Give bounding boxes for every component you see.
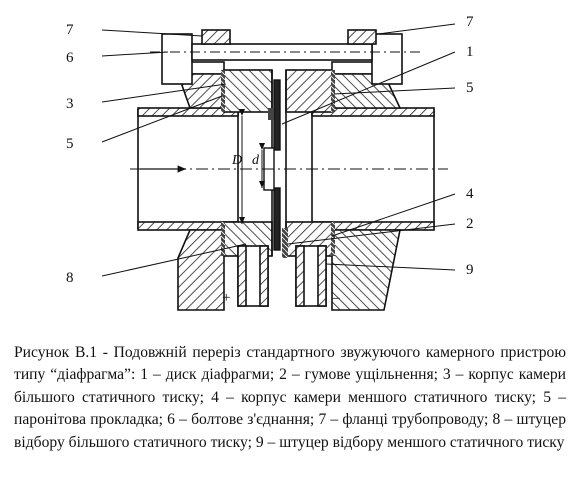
label-3: 3 bbox=[66, 96, 74, 112]
label-1: 1 bbox=[466, 44, 474, 60]
rubber-seal bbox=[268, 108, 288, 258]
label-6: 6 bbox=[66, 50, 74, 66]
plus-sign: + bbox=[222, 290, 230, 306]
label-7-right: 7 bbox=[466, 14, 474, 30]
diameter-d-label: d bbox=[252, 153, 260, 168]
label-5-left: 5 bbox=[66, 136, 74, 152]
high-pressure-tap bbox=[237, 245, 269, 307]
label-9: 9 bbox=[466, 262, 474, 278]
dimension-lines bbox=[239, 109, 265, 224]
label-8: 8 bbox=[66, 270, 74, 286]
label-7-left: 7 bbox=[66, 22, 74, 38]
diameter-D-label: D bbox=[231, 153, 242, 168]
pipeline bbox=[137, 107, 435, 231]
label-5-right: 5 bbox=[466, 80, 474, 96]
figure-caption: Рисунок В.1 - Подовжній переріз стандарт… bbox=[14, 344, 566, 451]
high-pressure-chamber-body bbox=[223, 69, 273, 257]
bolt-connection bbox=[150, 29, 420, 85]
orifice-chamber-cross-section: D d + – 7 6 3 5 8 7 1 5 4 2 9 bbox=[66, 14, 474, 311]
low-pressure-tap bbox=[295, 245, 327, 307]
label-2: 2 bbox=[466, 216, 474, 232]
minus-sign: – bbox=[331, 290, 340, 306]
label-4: 4 bbox=[466, 186, 474, 202]
leader-lines bbox=[101, 23, 456, 277]
